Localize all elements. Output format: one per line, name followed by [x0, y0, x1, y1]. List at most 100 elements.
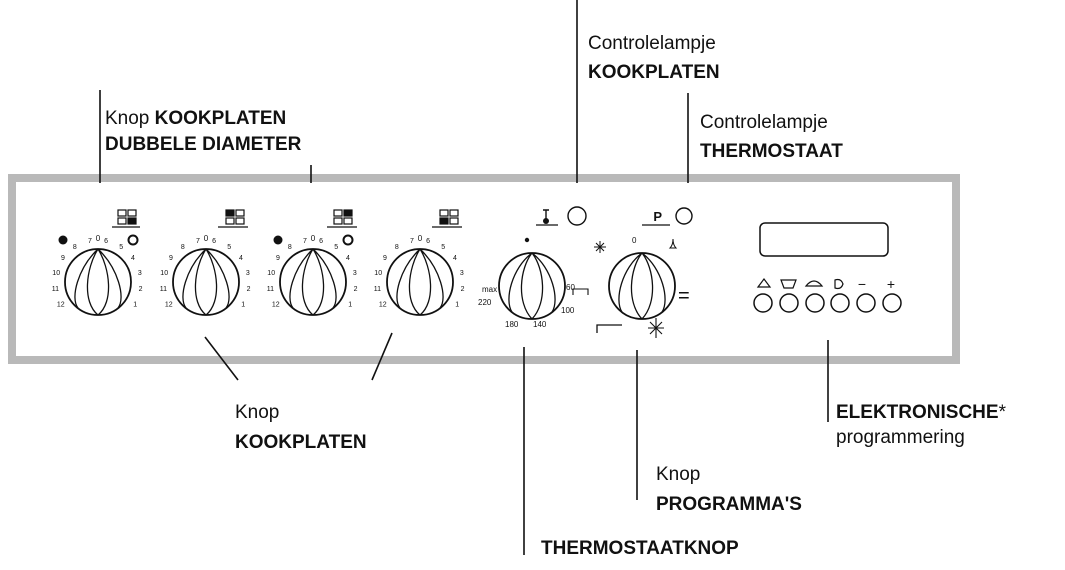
thermostat-lamp-letter: P — [653, 209, 662, 224]
dial-number: 8 — [288, 244, 292, 251]
programmer-button-clock[interactable] — [830, 293, 850, 313]
clock-hand-icon — [834, 278, 844, 290]
label-lamp-hob: Controlelampje KOOKPLATEN — [588, 33, 720, 84]
lamp-group-thermostat: P — [642, 207, 693, 226]
pot-icon — [780, 279, 797, 289]
programmer-symbols: − + — [756, 276, 895, 292]
programmer-button-cook[interactable] — [779, 293, 799, 313]
dial-number: 12 — [379, 302, 387, 309]
hob-icon-4 — [432, 209, 462, 228]
dial-number: 6 — [104, 238, 108, 245]
label-program-knob-prefix: Knop — [656, 464, 701, 485]
ring-marker-icon — [127, 234, 139, 246]
thermo-scale-140: 140 — [533, 320, 547, 329]
dial-number: 11 — [52, 286, 59, 293]
programmer-button-bell[interactable] — [753, 293, 773, 313]
hob-icon-3 — [327, 209, 357, 228]
dial-number: 7 — [303, 238, 307, 245]
label-electronic-line2: programmering — [836, 426, 965, 448]
label-double-knob-line2: DUBBELE DIAMETER — [105, 133, 302, 155]
dial-number: 3 — [353, 270, 357, 277]
dial-number: 3 — [246, 270, 250, 277]
dial-number: 4 — [346, 255, 350, 262]
dial-number: 12 — [165, 302, 173, 309]
dial-label-zero: 0 — [204, 234, 209, 243]
oven-light-icon — [572, 288, 589, 295]
dial-label-zero: 0 — [96, 234, 101, 243]
label-hob-knob-prefix: Knop — [235, 402, 280, 423]
leader-hob-knob-1 — [204, 336, 239, 381]
label-electronic: ELEKTRONISCHE* programmering — [836, 402, 1006, 449]
dial-number: 8 — [73, 244, 77, 251]
thermo-scale-max: max — [482, 285, 497, 294]
label-double-knob-prefix: Knop — [105, 108, 150, 129]
programmer-button-minus[interactable] — [856, 293, 876, 313]
dial-number: 5 — [227, 244, 231, 251]
electronic-programmer: − + — [753, 222, 902, 313]
programmer-button-end[interactable] — [805, 293, 825, 313]
thermo-scale-220: 220 — [478, 298, 492, 307]
dial-number: 4 — [131, 255, 135, 262]
label-lamp-hob-prefix: Controlelampje — [588, 33, 716, 54]
label-program-knob-title: PROGRAMMA'S — [656, 493, 802, 515]
label-hob-knob: Knop KOOKPLATEN — [235, 402, 367, 454]
dial-grip — [74, 248, 122, 316]
dial-number: 1 — [133, 302, 137, 309]
dial-label-zero: 0 — [418, 234, 423, 243]
dial-number: 1 — [455, 302, 459, 309]
ring-marker-icon — [342, 234, 354, 246]
dial-number: 5 — [119, 244, 123, 251]
dial-number: 9 — [383, 255, 387, 262]
hob-icon-1 — [112, 209, 140, 228]
dial-knob[interactable] — [279, 248, 347, 316]
plus-label: + — [887, 276, 895, 292]
hob-icon-2 — [218, 209, 248, 228]
dial-grip — [289, 248, 337, 316]
bottom-heat-icon — [596, 324, 622, 333]
programmer-button-plus[interactable] — [882, 293, 902, 313]
label-hob-knob-title: KOOKPLATEN — [235, 431, 367, 453]
program-scale-zero: 0 — [632, 236, 637, 245]
fan-icon — [648, 318, 664, 338]
dial-knob[interactable] — [172, 248, 240, 316]
minus-label: − — [858, 276, 866, 292]
label-thermostat-knob: THERMOSTAATKNOP — [541, 538, 739, 560]
dial-number: 2 — [354, 286, 358, 293]
dial-number: 2 — [139, 286, 143, 293]
dial-number: 10 — [160, 270, 168, 277]
program-dial[interactable]: 0 = — [594, 236, 690, 338]
thermostat-indicator-lamp — [675, 207, 693, 225]
dial-number: 5 — [334, 244, 338, 251]
dial-grip — [182, 248, 230, 316]
bell-icon — [756, 278, 772, 288]
dial-label-zero: 0 — [311, 234, 316, 243]
dial-knob[interactable] — [386, 248, 454, 316]
control-panel-frame — [8, 174, 960, 364]
dial-number: 12 — [272, 302, 280, 309]
dial-number: 11 — [374, 286, 381, 293]
dial-number: 12 — [57, 302, 65, 309]
dish-icon — [804, 280, 824, 287]
dial-number: 2 — [461, 286, 465, 293]
dial-number: 11 — [160, 286, 167, 293]
dial-number: 2 — [247, 286, 251, 293]
lamp-group-hob — [536, 206, 587, 226]
dial-grip — [396, 248, 444, 316]
dial-number: 10 — [52, 270, 60, 277]
label-electronic-star: * — [998, 402, 1006, 423]
dial-number: 8 — [181, 244, 185, 251]
dial-number: 6 — [319, 238, 323, 245]
dial-number: 3 — [138, 270, 142, 277]
hob-indicator-lamp — [567, 206, 587, 226]
dial-number: 7 — [196, 238, 200, 245]
dial-number: 11 — [267, 286, 274, 293]
label-program-knob: Knop PROGRAMMA'S — [656, 464, 802, 516]
dial-knob[interactable] — [64, 248, 132, 316]
dial-number: 10 — [267, 270, 275, 277]
label-thermostat-knob-title: THERMOSTAATKNOP — [541, 538, 739, 559]
thermostat-dial[interactable]: max 220 180 140 100 60 — [478, 237, 589, 329]
